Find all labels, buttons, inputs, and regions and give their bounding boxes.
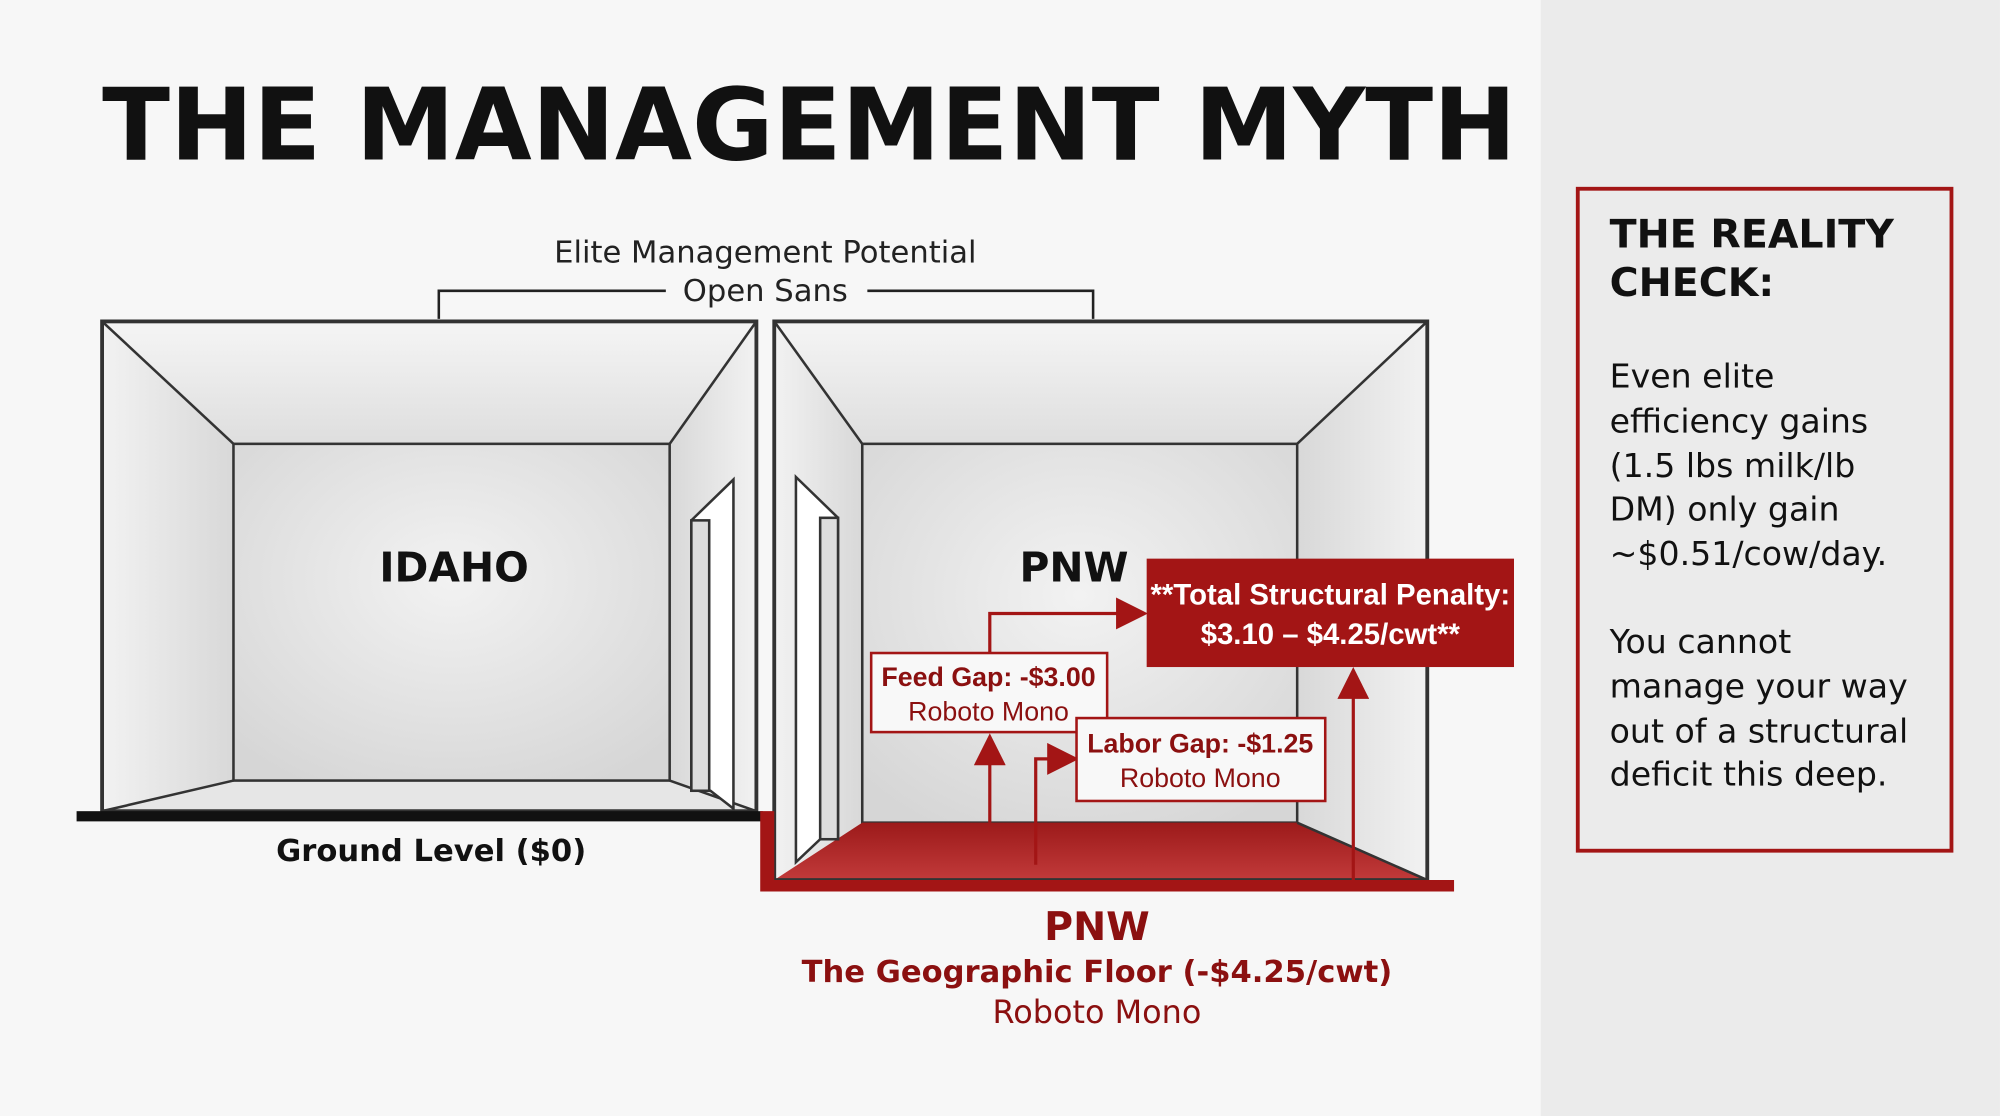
door-icon xyxy=(794,473,840,866)
reality-check-text-line: (1.5 lbs milk/lb xyxy=(1610,446,1856,485)
geographic-floor-ledge xyxy=(760,811,1455,892)
idaho-label: IDAHO xyxy=(379,544,528,592)
total-penalty-title: **Total Structural Penalty: xyxy=(1151,579,1511,612)
reality-check-text-line: deficit this deep. xyxy=(1610,755,1888,794)
floor-caption-font-label: Roboto Mono xyxy=(993,993,1202,1031)
slide-title: THE MANAGEMENT MYTH xyxy=(102,68,1516,183)
reality-check-text-line: manage your way xyxy=(1610,667,1908,706)
door-icon xyxy=(690,476,735,812)
labor-gap-value: Labor Gap: -$1.25 xyxy=(1087,729,1313,759)
labor-gap-font-label: Roboto Mono xyxy=(1120,763,1281,793)
reality-check-text-line: efficiency gains xyxy=(1610,401,1869,440)
total-penalty-callout: **Total Structural Penalty: $3.10 – $4.2… xyxy=(1146,558,1514,668)
reality-check-box: THE REALITY CHECK: Even elite efficiency… xyxy=(1575,186,1954,853)
ground-level-line xyxy=(76,811,763,822)
pnw-label: PNW xyxy=(1019,544,1128,592)
flow-arrows xyxy=(973,597,1370,881)
reality-check-text-line: ~$0.51/cow/day. xyxy=(1610,534,1887,573)
reality-check-text-line: DM) only gain xyxy=(1610,489,1840,528)
feed-gap-callout: Feed Gap: -$3.00 Roboto Mono xyxy=(869,651,1109,734)
floor-caption-title: The Geographic Floor (-$4.25/cwt) xyxy=(802,955,1393,990)
pnw-red-floor xyxy=(774,822,1428,881)
elite-potential-font-label: Open Sans xyxy=(683,274,848,309)
feed-to-total-arrow xyxy=(988,597,1148,654)
feed-gap-value: Feed Gap: -$3.00 xyxy=(881,662,1095,692)
elite-potential-bracket xyxy=(437,289,1095,319)
labor-arrow xyxy=(1034,742,1080,865)
labor-gap-callout: Labor Gap: -$1.25 Roboto Mono xyxy=(1075,716,1327,803)
total-penalty-range: $3.10 – $4.25/cwt** xyxy=(1201,618,1461,651)
elite-potential-label: Elite Management Potential xyxy=(554,236,976,271)
reality-check-text-line: Even elite xyxy=(1610,357,1775,396)
reality-check-heading-line: CHECK: xyxy=(1610,260,1775,306)
reality-check-text-line: out of a structural xyxy=(1610,711,1909,750)
feed-gap-font-label: Roboto Mono xyxy=(908,697,1069,727)
floor-caption-region: PNW xyxy=(1044,904,1150,950)
reality-check-text-line: You cannot xyxy=(1609,622,1792,661)
reality-check-heading-line: THE REALITY xyxy=(1610,211,1895,257)
idaho-room xyxy=(100,319,759,814)
ground-level-label: Ground Level ($0) xyxy=(276,834,586,869)
side-panel-background xyxy=(1540,0,2000,1116)
